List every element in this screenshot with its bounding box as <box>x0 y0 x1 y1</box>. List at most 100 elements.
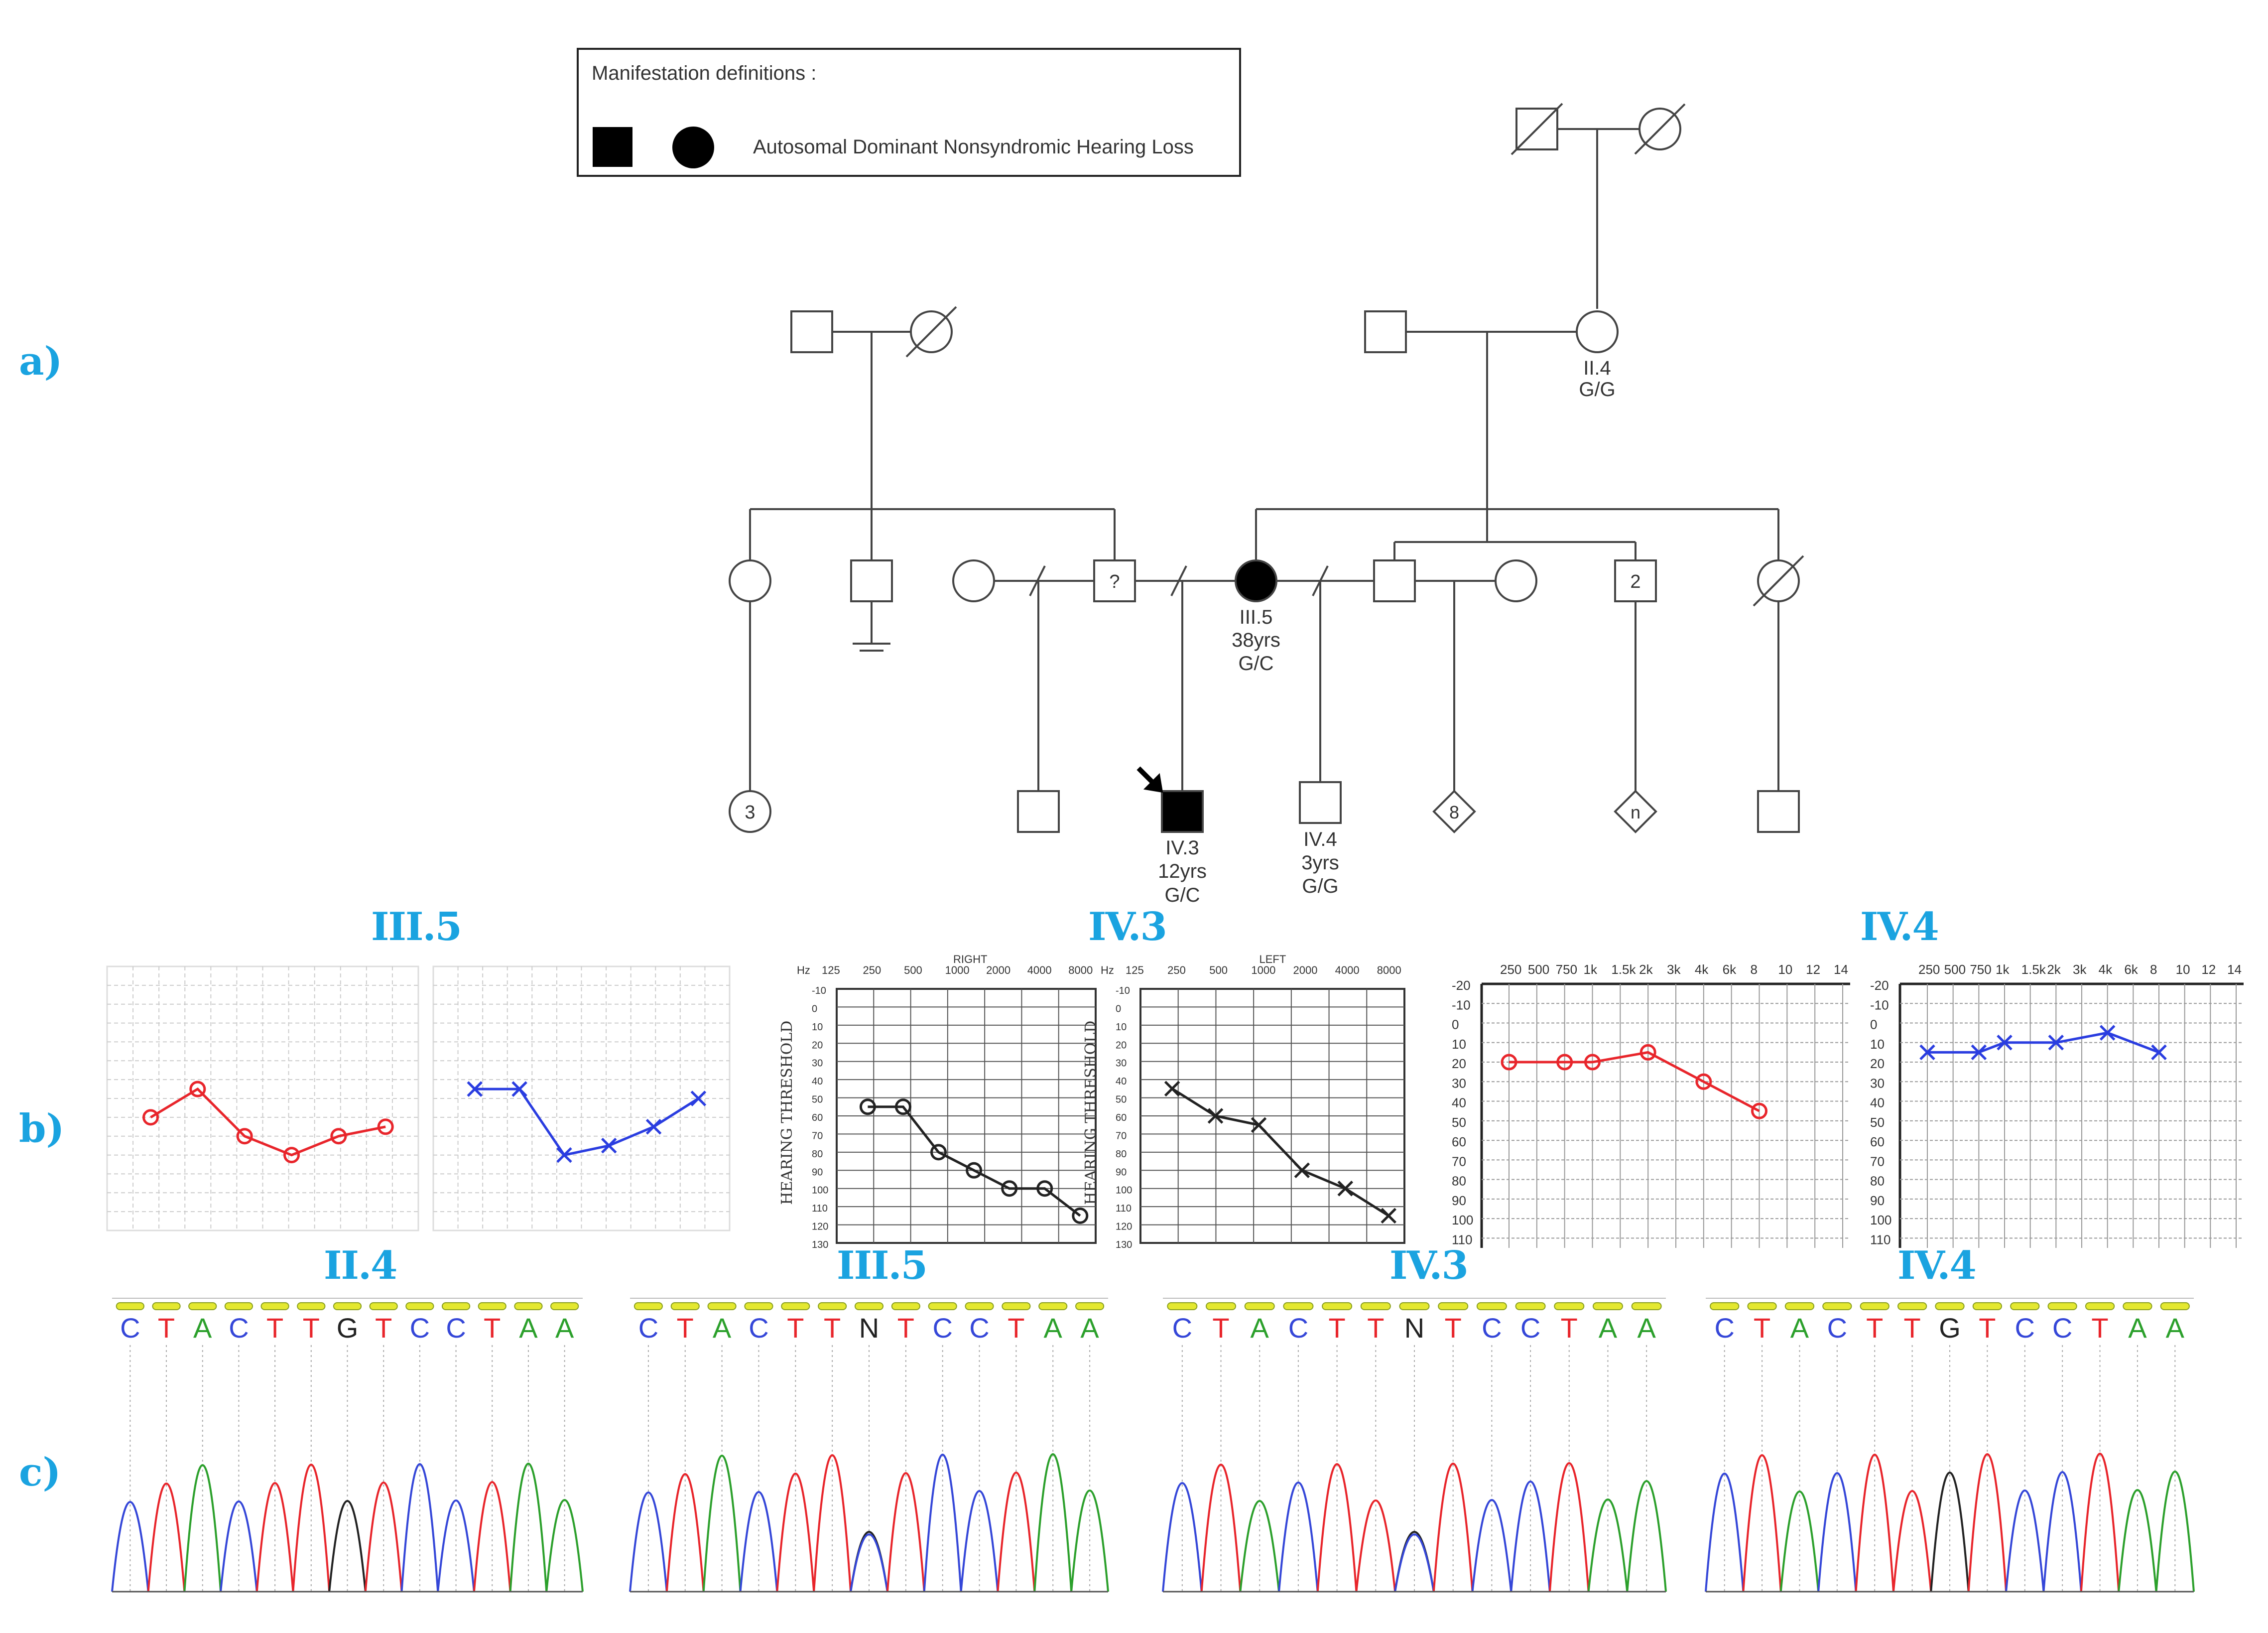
legend-text: Autosomal Dominant Nonsyndromic Hearing … <box>753 136 1194 158</box>
chromatogram-1-quality-bar-2 <box>707 1302 737 1310</box>
audiogram-iv4-right-ytick-2: 0 <box>1452 1017 1459 1032</box>
chromatogram-0-base-6: G <box>337 1312 359 1344</box>
chromatogram-2-base-2: A <box>1251 1312 1269 1344</box>
audiogram-iv4-left-freq-9: 8 <box>2150 962 2157 977</box>
audiogram-iv4-right-point-5 <box>1751 1102 1767 1119</box>
audiogram-iv3-left-point-4 <box>1337 1180 1354 1197</box>
chromatogram-2-peak-12 <box>1626 1480 1667 1592</box>
chromatogram-1-base-9: C <box>969 1312 989 1344</box>
chromatogram-1-peak-2 <box>702 1455 742 1592</box>
audiogram-iv4-right-freq-8: 6k <box>1723 962 1737 977</box>
chromatogram-2-peak-0 <box>1162 1482 1203 1592</box>
audiogram-iv4-right-ytick-7: 50 <box>1452 1115 1466 1130</box>
chromatogram-3-quality-bar-5 <box>1897 1302 1927 1310</box>
chromatogram-0-peak-7 <box>364 1482 403 1592</box>
chromatogram-1-quality-bar-6 <box>854 1302 884 1310</box>
chromatogram-1-peak-10 <box>997 1472 1036 1592</box>
chromatogram-3-peak-2 <box>1779 1491 1820 1592</box>
audiogram-iv3-right-point-4 <box>1001 1180 1018 1197</box>
chromatogram-2-base-7: T <box>1445 1312 1462 1344</box>
legend-box: Manifestation definitions : Autosomal Do… <box>577 48 1241 177</box>
chromatogram-3-quality-bar-9 <box>2047 1302 2077 1310</box>
audiogram-iii5-right-point-5 <box>377 1118 394 1135</box>
chromatogram-2-peak-3 <box>1278 1482 1319 1592</box>
chromatogram-1-peak-secondary-6 <box>850 1533 888 1592</box>
chromatogram-3-quality-bar-1 <box>1747 1302 1777 1310</box>
chromatogram-1-peak-3 <box>739 1491 778 1592</box>
audiogram-iv4-left-freq-8: 6k <box>2124 962 2138 977</box>
chromatogram-0-base-7: T <box>375 1312 392 1344</box>
audiogram-iv4-left-ytick-13: 110 <box>1870 1232 1890 1247</box>
chromatogram-3-base-11: A <box>2128 1312 2147 1344</box>
audiogram-iv4-right-point-0 <box>1501 1054 1517 1071</box>
chromatogram-1-peak-4 <box>776 1473 815 1592</box>
audiogram-iv4-right-freq-1: 500 <box>1528 962 1549 977</box>
audiogram-iv3-left-ytick-5: 40 <box>1116 1076 1127 1087</box>
chromatogram-0-quality-bar-6 <box>333 1302 362 1310</box>
audiogram-iv4-right-ytick-8: 60 <box>1452 1134 1466 1149</box>
audiogram-iv3-right-ytick-8: 70 <box>812 1130 823 1141</box>
legend-title: Manifestation definitions : <box>592 62 816 84</box>
audiogram-iii5-left-line <box>475 1088 699 1157</box>
audiogram-iii5 <box>106 965 731 1231</box>
audiogram-iv3-right-ytick-11: 100 <box>812 1185 828 1196</box>
chromatogram-3-base-1: T <box>1754 1312 1770 1344</box>
audiogram-iv4-left-ytick-4: 20 <box>1870 1056 1885 1071</box>
pedigree-count-8: 8 <box>1449 802 1459 822</box>
chromatogram-3-peak-0 <box>1705 1473 1745 1592</box>
audiogram-title-iv4: IV.4 <box>1860 904 1939 950</box>
audiogram-iv3-left-freq-0: 125 <box>1126 964 1144 976</box>
chromatogram-3-base-8: C <box>2015 1312 2035 1344</box>
audiogram-iii5-right-point-3 <box>283 1147 300 1164</box>
audiogram-iv3-right-ytick-1: 0 <box>812 1003 817 1014</box>
audiogram-iv4-right-freq-5: 2k <box>1639 962 1653 977</box>
pedigree-iii5-female-affected <box>1235 559 1277 602</box>
chromatogram-1-base-11: A <box>1044 1312 1063 1344</box>
chromatogram-2-quality-bar-11 <box>1592 1302 1623 1310</box>
chromatogram-1-base-5: T <box>824 1312 841 1344</box>
chromatogram-3-base-10: T <box>2091 1312 2108 1344</box>
chromatogram-1-base-4: T <box>787 1312 804 1344</box>
audiogram-iv4-left-point-1 <box>1971 1044 1987 1061</box>
audiogram-iv3-left-ytick-2: 10 <box>1116 1022 1127 1033</box>
pedigree-iv4-id: IV.4 <box>1303 828 1337 850</box>
audiogram-iv3-left-ytick-1: 0 <box>1116 1003 1121 1014</box>
chromatogram-3-quality-bar-12 <box>2160 1302 2190 1310</box>
audiogram-iv3-right-ytick-6: 50 <box>812 1094 823 1105</box>
chromatogram-3-base-2: A <box>1790 1312 1809 1344</box>
audiogram-iv3-right-freq-5: 4000 <box>1027 964 1052 976</box>
audiogram-iv3-right-point-5 <box>1036 1180 1053 1197</box>
chromatogram-1-quality-bar-10 <box>1002 1302 1031 1310</box>
chromatogram-0-quality-bar-12 <box>550 1302 579 1310</box>
pedigree-ii4-female <box>1576 310 1619 353</box>
audiogram-iv4-left-ytick-6: 40 <box>1870 1095 1885 1110</box>
audiogram-iv3-left-point-5 <box>1381 1208 1396 1224</box>
chromatogram-2-peak-1 <box>1200 1464 1242 1592</box>
audiogram-iv3-right-ytick-13: 120 <box>812 1222 828 1232</box>
chromatogram-0-base-8: C <box>410 1312 430 1344</box>
chromatogram-0-peak-0 <box>111 1501 149 1592</box>
chromatogram-title-iv3: IV.3 <box>1389 1243 1469 1288</box>
pedigree-iv3-male-affected-proband <box>1161 790 1204 833</box>
pedigree-ii3-male <box>1364 310 1407 353</box>
chromatogram-1-base-7: T <box>897 1312 914 1344</box>
audiogram-iv4-right-point-3 <box>1639 1044 1656 1061</box>
audiogram-iv4-left-point-0 <box>1919 1044 1935 1061</box>
audiogram-iv3-left-ytick-9: 80 <box>1116 1149 1127 1160</box>
pedigree-ii4-genotype: G/G <box>1579 379 1615 401</box>
audiogram-title-iv3: IV.3 <box>1088 904 1167 950</box>
audiogram-iv4-right-line <box>1509 1051 1760 1112</box>
chromatogram-1-top-rule <box>630 1298 1108 1299</box>
chromatogram-3-quality-bar-6 <box>1935 1302 1965 1310</box>
pedigree-iv1-female-group <box>729 790 771 833</box>
audiogram-iv3-right-point-6 <box>1072 1207 1089 1224</box>
audiogram-iv4-left-freq-12: 14 <box>2227 962 2242 977</box>
audiogram-iv3-right-point-2 <box>930 1144 947 1161</box>
chromatogram-0-quality-bar-4 <box>260 1302 289 1310</box>
audiogram-iv3-right-freq-0: 125 <box>822 964 840 976</box>
audiogram-iv4-right-ytick-10: 80 <box>1452 1174 1466 1189</box>
audiogram-iii5-left-point-3 <box>601 1137 617 1154</box>
chromatogram-2-quality-bar-7 <box>1438 1302 1469 1310</box>
audiogram-iv3-left-ytick-6: 50 <box>1116 1094 1127 1105</box>
